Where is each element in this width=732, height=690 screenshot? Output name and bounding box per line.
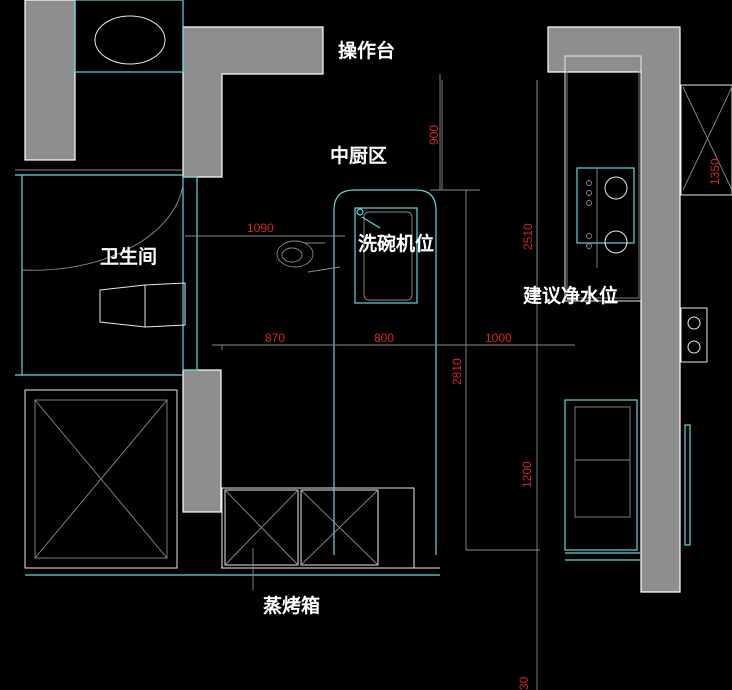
sink: [354, 207, 418, 304]
label-middle-kitchen: 中厨区: [330, 144, 387, 167]
washbasin: [94, 15, 166, 65]
steam-oven-cabinets: [221, 487, 415, 590]
label-console: 操作台: [338, 39, 395, 62]
person-icon: [276, 240, 341, 273]
dim-1090: 1090: [247, 221, 274, 235]
dim-2810: 2810: [450, 358, 464, 385]
island-counter: [333, 189, 437, 555]
dim-900: 900: [427, 125, 441, 145]
dim-870: 870: [265, 331, 285, 345]
dimension-lines: [185, 80, 575, 551]
stove: [576, 167, 635, 244]
label-bathroom: 卫生间: [100, 245, 157, 268]
dim-1350: 1350: [708, 158, 722, 185]
dim-2510: 2510: [521, 223, 535, 250]
label-water-purifier: 建议净水位: [523, 284, 618, 307]
right-cabinets: [564, 55, 732, 561]
walls: [24, 0, 681, 593]
fridge: [564, 399, 638, 551]
dim-30: 30: [517, 676, 531, 690]
dim-1000: 1000: [485, 331, 512, 345]
label-steam-oven: 蒸烤箱: [263, 594, 320, 617]
dim-1200: 1200: [520, 461, 534, 488]
toilet: [99, 282, 186, 328]
label-dishwasher: 洗碗机位: [358, 232, 434, 255]
dim-800: 800: [374, 331, 394, 345]
